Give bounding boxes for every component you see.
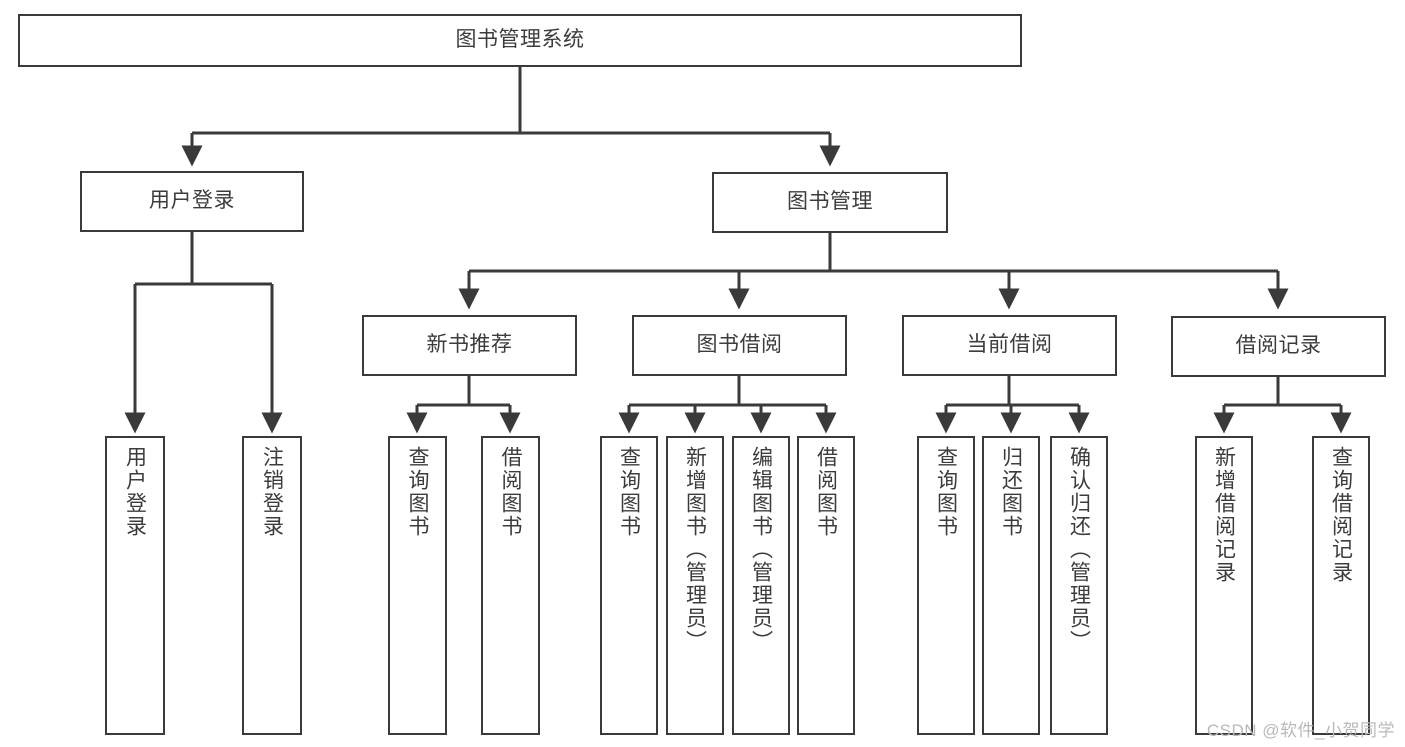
leaf-user-login[interactable]: 用户登录 [105, 436, 165, 735]
node-label: 查询图书 [934, 446, 958, 538]
node-label: 借阅图书 [499, 446, 522, 538]
leaf-edit-book-admin[interactable]: 编辑图书（管理员） [732, 436, 790, 735]
leaf-add-book-admin[interactable]: 新增图书（管理员） [666, 436, 724, 735]
node-book-management[interactable]: 图书管理 [712, 172, 948, 233]
node-label: 查询图书 [406, 446, 429, 538]
node-user-login[interactable]: 用户登录 [80, 171, 304, 232]
node-label: 当前借阅 [966, 333, 1053, 357]
leaf-borrow-book-recommend[interactable]: 借阅图书 [481, 436, 540, 735]
node-borrow-record[interactable]: 借阅记录 [1171, 316, 1386, 377]
node-label: 借阅图书 [814, 446, 838, 538]
node-label: 图书管理系统 [455, 28, 585, 52]
node-label: 确认归还（管理员） [1067, 446, 1091, 653]
node-root[interactable]: 图书管理系统 [18, 14, 1022, 67]
leaf-return-book[interactable]: 归还图书 [982, 436, 1040, 735]
leaf-logout[interactable]: 注销登录 [242, 436, 302, 735]
node-label: 注销登录 [260, 446, 284, 538]
node-label: 新书推荐 [426, 333, 513, 357]
node-label: 借阅记录 [1235, 334, 1322, 358]
node-current-borrow[interactable]: 当前借阅 [902, 315, 1117, 376]
leaf-confirm-return-admin[interactable]: 确认归还（管理员） [1050, 436, 1108, 735]
leaf-add-borrow-record[interactable]: 新增借阅记录 [1195, 436, 1253, 735]
node-label: 用户登录 [149, 189, 235, 213]
leaf-query-book-recommend[interactable]: 查询图书 [388, 436, 447, 735]
leaf-query-book-borrow[interactable]: 查询图书 [600, 436, 658, 735]
node-label: 图书借阅 [696, 333, 783, 357]
node-label: 新增借阅记录 [1212, 446, 1236, 584]
leaf-query-borrow-record[interactable]: 查询借阅记录 [1312, 436, 1370, 735]
node-label: 查询借阅记录 [1329, 446, 1353, 584]
node-label: 图书管理 [787, 190, 873, 214]
node-new-book-recommend[interactable]: 新书推荐 [362, 315, 577, 376]
node-label: 查询图书 [617, 446, 641, 538]
node-label: 归还图书 [999, 446, 1023, 538]
node-label: 用户登录 [123, 446, 147, 538]
node-book-borrow[interactable]: 图书借阅 [632, 315, 847, 376]
node-label: 编辑图书（管理员） [749, 446, 773, 653]
node-label: 新增图书（管理员） [683, 446, 707, 653]
leaf-borrow-book[interactable]: 借阅图书 [797, 436, 855, 735]
leaf-query-book-current[interactable]: 查询图书 [917, 436, 975, 735]
